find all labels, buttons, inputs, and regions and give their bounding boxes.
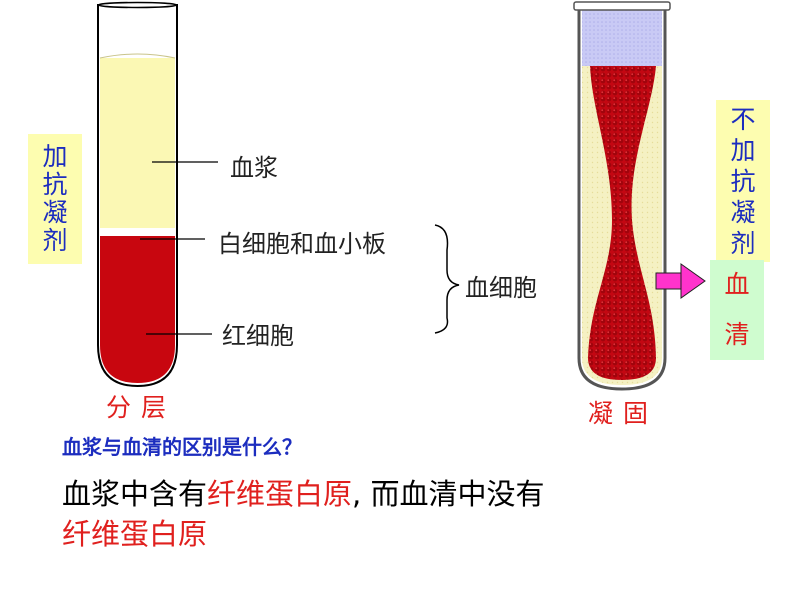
- answer-highlight: 纤维蛋白原: [62, 517, 208, 551]
- answer-highlight: 纤维蛋白原: [207, 477, 353, 511]
- coagulation-caption: 凝固: [588, 399, 659, 428]
- blood-cell-brace: [434, 224, 460, 334]
- label-char: 清: [724, 320, 750, 349]
- blood-cells-label: 血细胞: [465, 274, 537, 302]
- label-char: 血: [724, 270, 750, 299]
- arrow-right-icon: [655, 263, 706, 299]
- serum-label: 血 清: [710, 260, 764, 360]
- label-char: 不: [730, 104, 756, 134]
- blood-clot: [588, 66, 656, 380]
- label-char: 抗: [730, 166, 756, 196]
- plasma-label: 血浆: [230, 154, 278, 182]
- anticoagulant-label: 加 抗 凝 剂: [28, 134, 82, 264]
- question-text: 血浆与血清的区别是什么？: [62, 435, 302, 459]
- label-char: 剂: [42, 226, 68, 255]
- no-anticoagulant-label: 不 加 抗 凝 剂: [716, 100, 770, 262]
- label-char: 加: [730, 135, 756, 165]
- label-char: 加: [42, 142, 68, 171]
- wbc-platelets-label: 白细胞和血小板: [218, 230, 386, 258]
- rbc-layer: [100, 236, 175, 383]
- answer-text: 血浆中含有纤维蛋白原, 而血清中没有 纤维蛋白原: [62, 474, 702, 554]
- layering-caption: 分层: [106, 393, 177, 422]
- label-char: 抗: [42, 170, 68, 199]
- label-char: 凝: [730, 197, 756, 227]
- rbc-label: 红细胞: [222, 322, 294, 350]
- answer-part: , 而血清中没有: [352, 477, 545, 511]
- label-char: 剂: [730, 228, 756, 258]
- plasma-layer: [100, 58, 175, 228]
- left-test-tube: [97, 1, 178, 388]
- buffy-coat-layer: [100, 228, 175, 236]
- answer-part: 血浆中含有: [62, 477, 208, 511]
- label-char: 凝: [42, 198, 68, 227]
- right-test-tube: [573, 1, 671, 391]
